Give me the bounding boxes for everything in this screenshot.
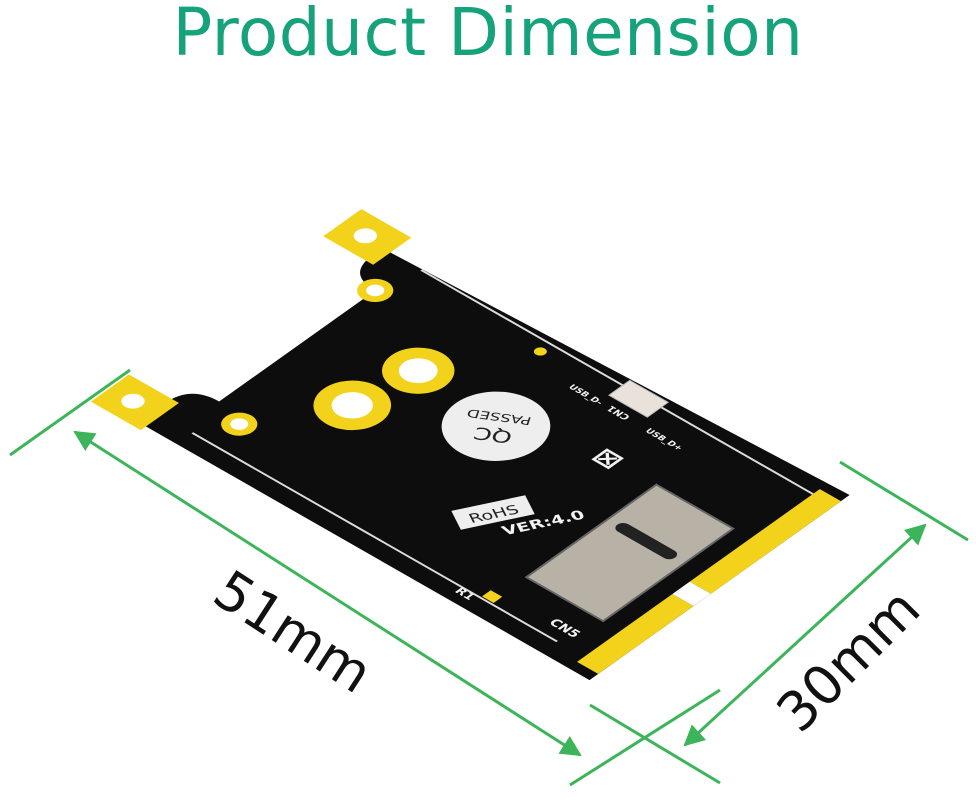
page-title: Product Dimension xyxy=(172,0,804,71)
width-label: 30mm xyxy=(765,577,933,745)
width-dimension xyxy=(589,460,969,785)
mini-pcie-card: QC PASSED CN1 USB_D- USB_D+ RoHS VER:4.0… xyxy=(90,209,850,681)
length-label: 51mm xyxy=(203,558,383,706)
cn1-connector xyxy=(608,379,670,418)
